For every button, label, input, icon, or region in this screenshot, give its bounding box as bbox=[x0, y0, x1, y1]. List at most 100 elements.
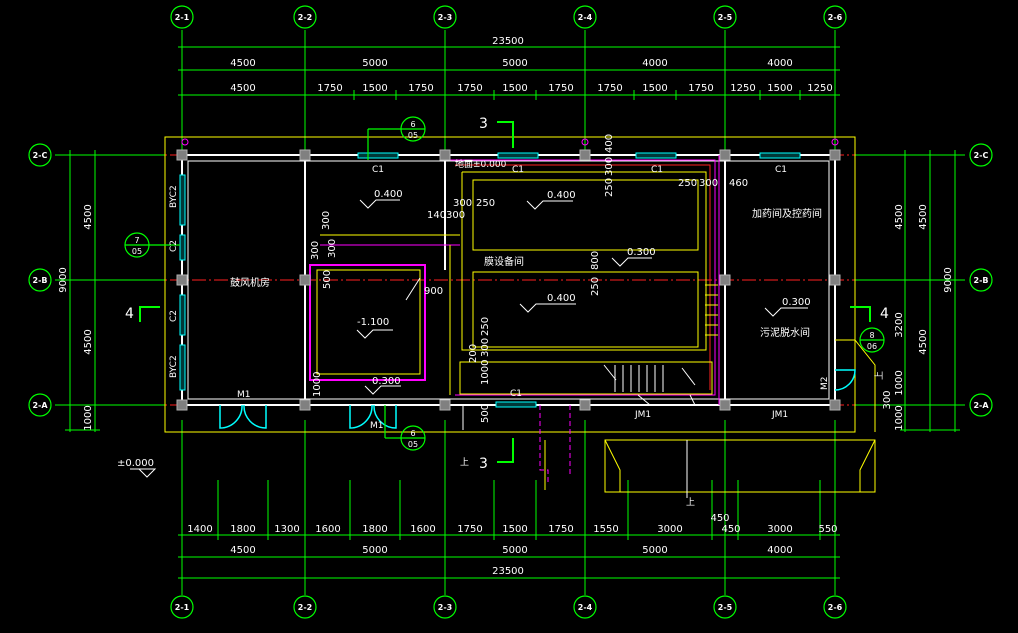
dim-top-r1: 5000 bbox=[362, 58, 387, 69]
window-c1-b: C1 bbox=[512, 165, 524, 175]
elev-pit: -1.100 bbox=[357, 317, 389, 328]
dim-bot-r1: 450 bbox=[721, 524, 740, 535]
dimension-text: 23500 4500 5000 5000 4000 4000 4500 1750… bbox=[187, 36, 837, 577]
local-dim: 900 bbox=[424, 286, 443, 297]
local-dim: 250 bbox=[590, 277, 601, 296]
axis-label-2-c-left: 2-C bbox=[33, 151, 48, 160]
dim-left-total: 9000 bbox=[58, 267, 69, 292]
section-marks bbox=[139, 121, 871, 463]
dim-bot-extra: 450 bbox=[710, 513, 729, 524]
door-m2: M2 bbox=[820, 377, 830, 391]
section-4-left: 4 bbox=[125, 306, 134, 322]
door-jm1-a: JM1 bbox=[634, 410, 651, 420]
elev-door-300: 0.300 bbox=[372, 376, 401, 387]
dim-top-r2: 1500 bbox=[767, 83, 792, 94]
section-3-bottom: 3 bbox=[479, 456, 488, 472]
detail-ref-num: 7 bbox=[134, 236, 139, 245]
axis-label-2-3-top: 2-3 bbox=[438, 13, 452, 22]
dim-top-r2: 1750 bbox=[408, 83, 433, 94]
local-dim: 300 bbox=[453, 198, 472, 209]
axis-label-2-5-top: 2-5 bbox=[718, 13, 733, 22]
room-names: 鼓风机房 膜设备间 加药间及控药间 污泥脱水间 bbox=[230, 207, 822, 339]
column-markers bbox=[181, 138, 839, 146]
doors bbox=[219, 369, 856, 429]
leader-lines bbox=[405, 277, 696, 498]
local-dim: 200 bbox=[468, 344, 479, 363]
dim-top-r2: 1750 bbox=[457, 83, 482, 94]
dim-right-3200: 3200 bbox=[894, 312, 905, 337]
window-c1-a: C1 bbox=[372, 165, 384, 175]
detail-ref-sheet: 05 bbox=[408, 440, 418, 449]
axis-label-2-4-bottom: 2-4 bbox=[578, 603, 593, 612]
dim-top-total: 23500 bbox=[492, 36, 524, 47]
axis-bubbles bbox=[28, 5, 993, 619]
room-sludge: 污泥脱水间 bbox=[760, 326, 810, 339]
elev-zero: ±0.000 bbox=[117, 458, 154, 469]
dim-bot-r2: 5000 bbox=[642, 545, 667, 556]
dim-right-4500b: 4500 bbox=[918, 329, 929, 354]
dim-right-4500c: 4500 bbox=[894, 204, 905, 229]
dim-top-r2: 1750 bbox=[688, 83, 713, 94]
up-label-a: 上 bbox=[460, 457, 469, 468]
dim-top-r2: 4500 bbox=[230, 83, 255, 94]
window-byc2-a: BYC2 bbox=[169, 185, 179, 208]
dim-bot-r1: 1400 bbox=[187, 524, 212, 535]
dim-right-1000b: 1000 bbox=[894, 370, 905, 395]
dim-bot-r1: 1550 bbox=[593, 524, 618, 535]
dim-top-r2: 1500 bbox=[502, 83, 527, 94]
window-c1-d: C1 bbox=[775, 165, 787, 175]
up-label-b: 上 bbox=[686, 497, 695, 508]
elevation-text: 0.400 0.400 0.400 0.300 0.300 -1.100 0.3… bbox=[117, 158, 811, 469]
door-m1-a: M1 bbox=[237, 390, 251, 400]
dim-right-300: 300 bbox=[882, 390, 893, 409]
dim-bot-r1: 3000 bbox=[657, 524, 682, 535]
dim-bot-r2: 4000 bbox=[767, 545, 792, 556]
dim-top-r1: 5000 bbox=[502, 58, 527, 69]
room-dosing: 加药间及控药间 bbox=[752, 207, 822, 220]
axis-label-2-a-left: 2-A bbox=[32, 401, 48, 410]
local-dim: 250 bbox=[678, 178, 697, 189]
dim-right-total: 9000 bbox=[943, 267, 954, 292]
detail-bubble-text: 6 05 7 05 8 06 6 05 bbox=[132, 120, 877, 449]
dim-bot-r1: 1300 bbox=[274, 524, 299, 535]
elev-sludge-300: 0.300 bbox=[782, 297, 811, 308]
window-c2-a: C2 bbox=[169, 240, 179, 252]
local-dim: 300 bbox=[480, 338, 491, 357]
dim-top-r2: 1750 bbox=[597, 83, 622, 94]
local-dim: 300 bbox=[321, 211, 332, 230]
local-dim: 300 bbox=[310, 241, 321, 260]
local-dim: 140 bbox=[427, 210, 446, 221]
axis-label-2-4-top: 2-4 bbox=[578, 13, 593, 22]
building-walls bbox=[164, 136, 876, 493]
room-membrane: 膜设备间 bbox=[484, 255, 524, 268]
axis-label-2-2-bottom: 2-2 bbox=[298, 603, 312, 612]
local-dim: 300 bbox=[327, 239, 338, 258]
local-dim: 300 bbox=[604, 157, 615, 176]
dim-bot-r1: 3000 bbox=[767, 524, 792, 535]
local-dim: 300 bbox=[699, 178, 718, 189]
elev-300-mid: 0.300 bbox=[627, 247, 656, 258]
axis-label-2-2-top: 2-2 bbox=[298, 13, 312, 22]
dim-bot-r2: 5000 bbox=[502, 545, 527, 556]
dim-bot-r1: 1500 bbox=[502, 524, 527, 535]
axis-label-2-6-top: 2-6 bbox=[828, 13, 843, 22]
dim-right-4500a: 4500 bbox=[918, 204, 929, 229]
local-dim: 1000 bbox=[480, 360, 491, 385]
dim-top-r1: 4500 bbox=[230, 58, 255, 69]
section-4-right: 4 bbox=[880, 306, 889, 322]
dim-bot-r1: 1800 bbox=[362, 524, 387, 535]
axis-label-2-1-bottom: 2-1 bbox=[175, 603, 190, 612]
dim-right-1000: 1000 bbox=[894, 405, 905, 430]
local-dim: 250 bbox=[476, 198, 495, 209]
dim-top-r2: 1750 bbox=[548, 83, 573, 94]
section-labels: 3 3 4 4 bbox=[125, 116, 889, 472]
detail-bubbles bbox=[124, 116, 885, 451]
structural-columns bbox=[176, 149, 841, 411]
local-dimensions: 300 300 250 140 300 250 300 460 400 300 … bbox=[310, 134, 748, 423]
dim-bot-r1: 550 bbox=[818, 524, 837, 535]
detail-ref-sheet: 05 bbox=[408, 131, 418, 140]
local-dim: 300 bbox=[446, 210, 465, 221]
detail-ref-sheet: 05 bbox=[132, 247, 142, 256]
dim-bot-r1: 1600 bbox=[410, 524, 435, 535]
